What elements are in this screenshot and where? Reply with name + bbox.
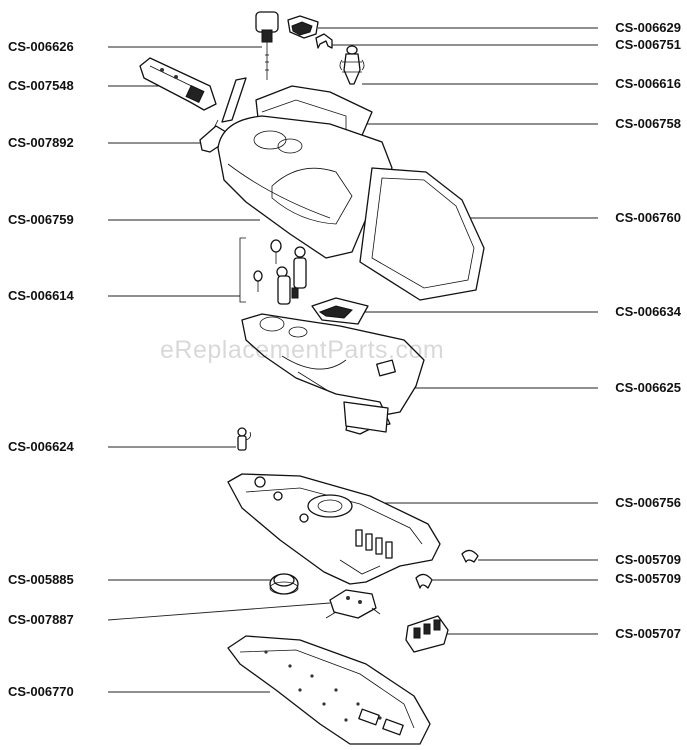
part-twin-button [287,15,319,39]
callout-label-cs-006751: CS-006751 [615,37,681,52]
watermark-text: eReplacementParts.com [160,336,445,364]
callout-label-cs-006624: CS-006624 [8,439,74,454]
callout-label-cs-006616: CS-006616 [615,76,681,91]
part-small-valve [237,427,251,451]
part-rear-shell [359,167,485,301]
part-small-strip [221,77,247,123]
part-clip-a [461,549,479,563]
part-thermostat [325,589,381,619]
part-valve-group [239,237,307,305]
callout-label-cs-006756: CS-006756 [615,495,681,510]
callout-label-cs-006759: CS-006759 [8,212,74,227]
part-terminal-block [405,615,449,653]
callout-label-cs-007892: CS-007892 [8,135,74,150]
part-steam-chamber [227,473,441,585]
part-slider-rail [139,57,217,111]
part-clip [315,33,333,49]
leader-lines [107,27,598,693]
part-water-tank [241,313,425,435]
callout-label-cs-006614: CS-006614 [8,288,74,303]
part-soleplate [227,635,431,745]
callout-label-cs-007548: CS-007548 [8,78,74,93]
part-spray-knob [255,11,279,80]
callout-label-cs-007887: CS-007887 [8,612,74,627]
leader-cs-007887 [107,602,331,621]
callout-label-cs-005709-a: CS-005709 [615,552,681,567]
callout-label-cs-005885: CS-005885 [8,572,74,587]
callout-label-cs-006626: CS-006626 [8,39,74,54]
part-clip-b [415,573,433,589]
part-small-module [311,297,369,325]
part-handle-housing [217,115,393,259]
callout-label-cs-006625: CS-006625 [615,380,681,395]
callout-label-cs-006629: CS-006629 [615,20,681,35]
callout-label-cs-006758: CS-006758 [615,116,681,131]
part-ring-gasket [269,573,299,595]
callout-label-cs-005709-b: CS-005709 [615,571,681,586]
callout-label-cs-006634: CS-006634 [615,304,681,319]
callout-label-cs-006770: CS-006770 [8,684,74,699]
callout-label-cs-006760: CS-006760 [615,210,681,225]
part-pump-plunger [339,45,365,85]
callout-label-cs-005707: CS-005707 [615,626,681,641]
